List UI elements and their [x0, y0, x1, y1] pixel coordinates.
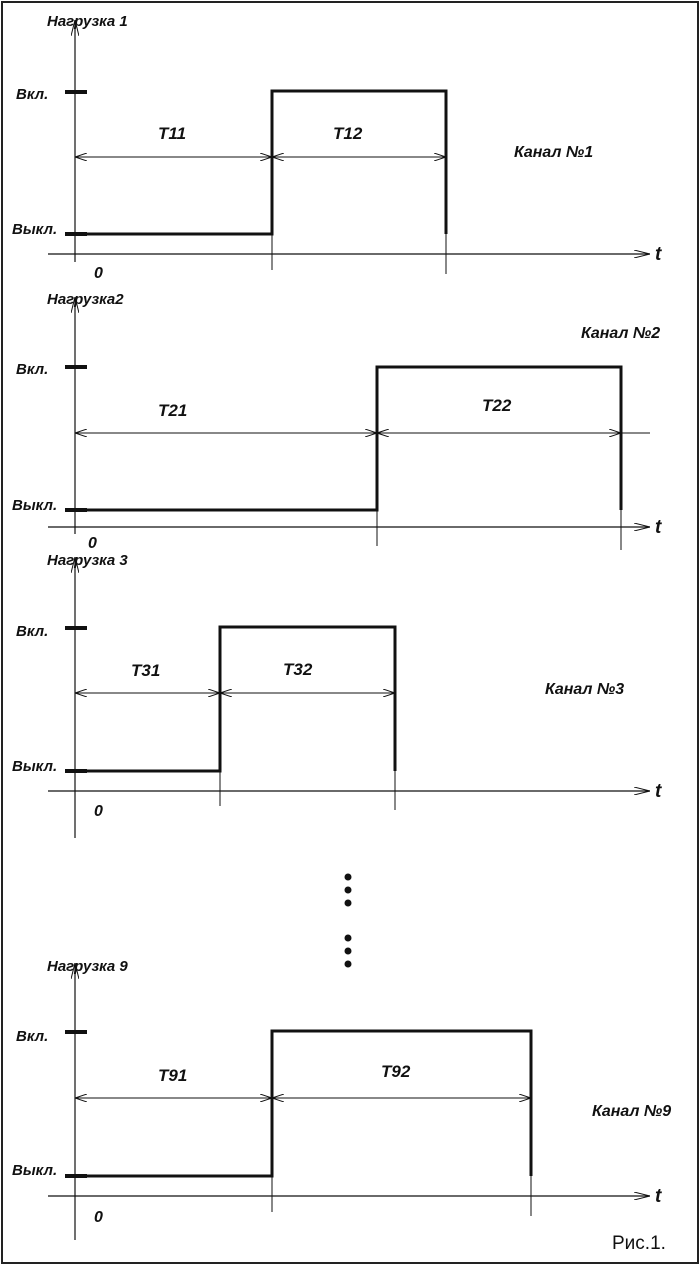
- channel-label: Канал №3: [545, 681, 624, 698]
- panel-load-2: Нагрузка2 Вкл. Выкл. 0 t Канал №2 T21 T2…: [12, 291, 662, 552]
- interval-on-label: T22: [482, 396, 512, 415]
- time-axis-label: t: [655, 517, 662, 538]
- panel-load-3: Нагрузка 3 Вкл. Выкл. 0 t Канал №3 T31 T…: [12, 552, 662, 838]
- ellipsis-dot: [344, 934, 352, 942]
- interval-on-label: T32: [283, 660, 313, 679]
- ellipsis-dot: [344, 960, 352, 968]
- load-label: Нагрузка 9: [47, 958, 128, 975]
- time-axis-label: t: [655, 244, 662, 265]
- ellipsis-dot: [344, 886, 352, 894]
- continuation-glyph: ⋮: [332, 920, 333, 921]
- origin-label: 0: [94, 803, 103, 820]
- channel-label: Канал №2: [581, 325, 660, 342]
- interval-off-label: T31: [131, 661, 160, 680]
- on-level-label: Вкл.: [16, 1028, 48, 1045]
- interval-off-label: T91: [158, 1066, 187, 1085]
- origin-label: 0: [94, 265, 103, 282]
- ellipsis-dot: [344, 873, 352, 881]
- off-level-label: Выкл.: [12, 221, 57, 238]
- channel-label: Канал №9: [592, 1103, 671, 1120]
- interval-on-label: T12: [333, 124, 363, 143]
- interval-off-label: T11: [158, 124, 186, 143]
- channel-label: Канал №1: [514, 144, 593, 161]
- on-level-label: Вкл.: [16, 623, 48, 640]
- time-axis-label: t: [655, 781, 662, 802]
- panel-load-1: Нагрузка 1 Вкл. Выкл. 0 t Канал №1 T11 T…: [12, 13, 662, 282]
- off-level-label: Выкл.: [12, 1162, 57, 1179]
- signal-waveform: [75, 1029, 533, 1178]
- ellipsis-dot: [344, 947, 352, 955]
- load-label: Нагрузка 1: [47, 13, 128, 30]
- time-axis-label: t: [655, 1186, 662, 1207]
- continuation-dots: ⋮: [332, 873, 352, 968]
- off-level-label: Выкл.: [12, 497, 57, 514]
- load-label: Нагрузка 3: [47, 552, 128, 569]
- ellipsis-dot: [344, 899, 352, 907]
- figure-caption: Рис.1.: [612, 1233, 666, 1254]
- on-level-label: Вкл.: [16, 86, 48, 103]
- load-label: Нагрузка2: [47, 291, 124, 308]
- origin-label: 0: [94, 1209, 103, 1226]
- signal-waveform: [75, 89, 448, 236]
- off-level-label: Выкл.: [12, 758, 57, 775]
- on-level-label: Вкл.: [16, 361, 48, 378]
- interval-on-label: T92: [381, 1062, 411, 1081]
- signal-waveform: [75, 625, 397, 773]
- signal-waveform: [75, 365, 623, 512]
- panel-load-9: Нагрузка 9 Вкл. Выкл. 0 t Канал №9 T91 T…: [12, 958, 671, 1240]
- interval-off-label: T21: [158, 401, 187, 420]
- origin-label: 0: [88, 535, 97, 552]
